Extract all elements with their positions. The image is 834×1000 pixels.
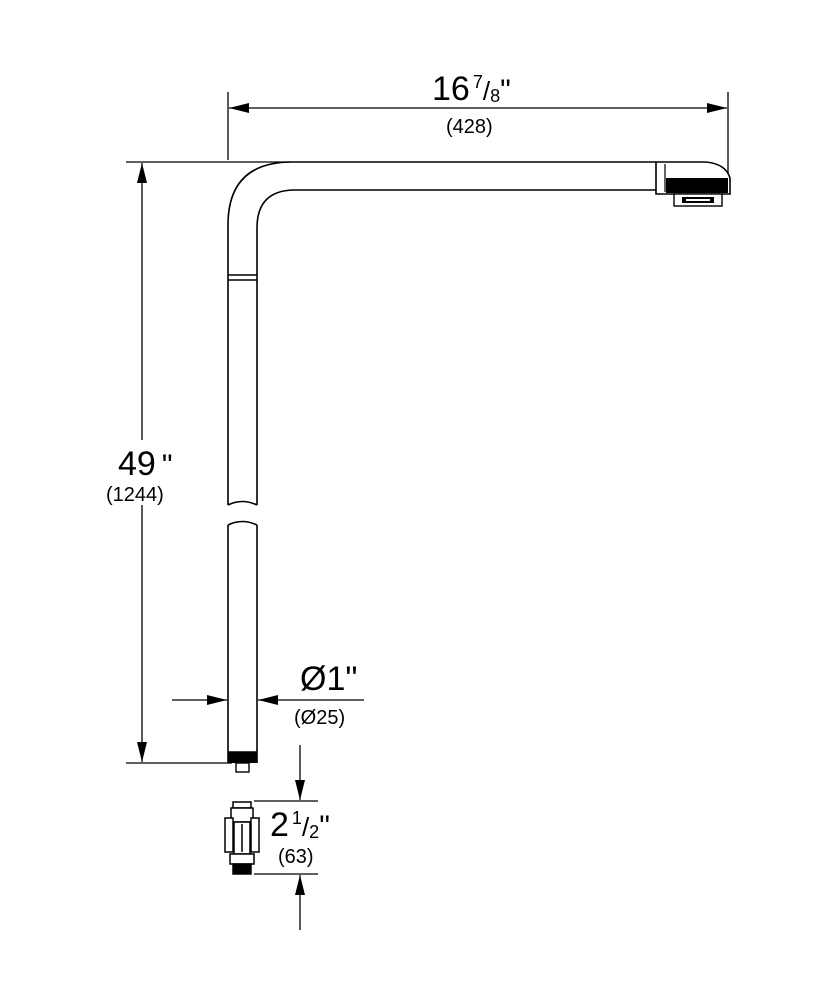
height-metric-label: (1244) [106, 484, 164, 506]
width-slash: / [482, 76, 491, 106]
connector-whole: 2 [270, 806, 289, 844]
height-dimension [126, 161, 290, 764]
pipe-break-bottom [227, 520, 258, 526]
pipe-bottom-cap [228, 752, 257, 763]
connector-clip-right [250, 817, 260, 853]
connector-metric-label: (63) [278, 846, 314, 868]
width-numerator: 7 [472, 72, 483, 92]
width-denominator: 8 [490, 86, 501, 106]
width-whole: 16 [432, 70, 470, 108]
height-whole: 49 [118, 445, 156, 483]
pipe-outer-contour [227, 161, 656, 505]
width-metric-label: (428) [446, 116, 493, 138]
pipe-bottom-stub [235, 762, 250, 773]
connector-part [224, 801, 260, 875]
spout-pipe [227, 161, 656, 763]
spray-head-band [666, 178, 728, 193]
spray-head-nozzle-slot [686, 199, 710, 201]
connector-slash: / [301, 812, 310, 842]
height-unit: " [161, 449, 173, 482]
connector-thread [232, 863, 252, 875]
connector-top-ring [232, 801, 252, 809]
width-unit: " [500, 74, 511, 107]
diameter-metric-label: (Ø25) [294, 707, 346, 729]
connector-unit: " [319, 810, 330, 843]
connector-numerator: 1 [291, 808, 302, 828]
spray-head [655, 161, 731, 207]
connector-denominator: 2 [309, 822, 320, 842]
connector-upper-body [230, 807, 254, 823]
height-label: 49" [118, 447, 172, 481]
pipe-break-top [227, 500, 258, 506]
pipe-inner-contour [256, 189, 656, 505]
connector-lower-body [229, 853, 255, 865]
diameter-label: Ø1" [300, 660, 358, 698]
connector-dimension [254, 745, 318, 930]
connector-clip-left [224, 817, 234, 853]
width-dimension [227, 92, 729, 178]
